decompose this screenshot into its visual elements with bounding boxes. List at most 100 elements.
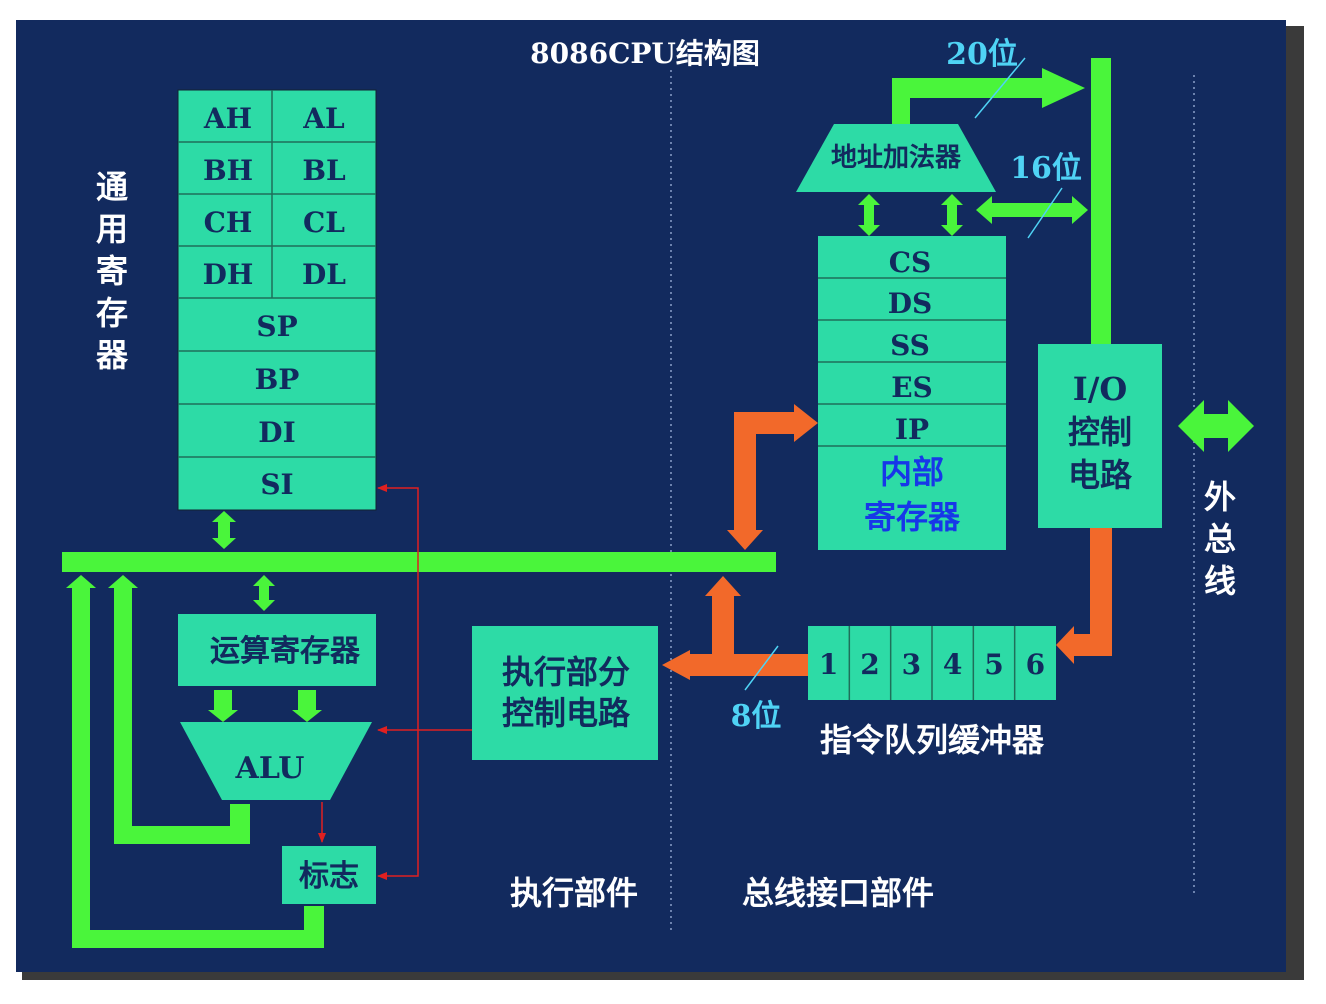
adder-seg-arrow-1 xyxy=(858,194,880,236)
flags-loop-riser xyxy=(304,906,324,948)
reg-bp: BP xyxy=(255,363,300,396)
queue-slot-2: 2 xyxy=(860,648,879,681)
reg-sp: SP xyxy=(256,310,297,343)
external-bus-label-3: 线 xyxy=(1204,562,1236,600)
bus-width-8bit: 8位 xyxy=(731,699,782,734)
operand-register-box xyxy=(178,614,376,686)
reg-cl: CL xyxy=(303,206,345,239)
internal-bus xyxy=(62,552,776,572)
flags-loop-arrowhead xyxy=(66,575,96,588)
segment-register-block: CS DS SS ES IP 内部 寄存器 xyxy=(818,236,1006,550)
reg-ip: IP xyxy=(895,413,929,446)
reg-bus-arrow xyxy=(212,511,236,549)
reg-ss: SS xyxy=(890,329,930,362)
control-to-si xyxy=(377,484,419,730)
internal-registers-label-1: 内部 xyxy=(880,453,944,491)
register-grid xyxy=(178,90,376,458)
reg-dl: DL xyxy=(302,258,346,291)
flags-loop-left xyxy=(72,586,90,948)
reg-dh: DH xyxy=(203,258,254,291)
reg-si: SI xyxy=(260,468,293,501)
eu-control-box xyxy=(472,626,658,760)
external-bus-label-1: 外 xyxy=(1204,478,1236,516)
io-control-line3: 电路 xyxy=(1068,456,1133,494)
queue-bus-arrowhead-left xyxy=(662,650,690,680)
io-vertical-bus xyxy=(1091,58,1111,344)
io-queue-horizontal xyxy=(1070,634,1112,656)
register-block xyxy=(177,89,377,511)
eu-control-line2: 控制电路 xyxy=(502,694,631,732)
internal-registers-label-2: 寄存器 xyxy=(864,498,961,536)
address-adder-shape xyxy=(796,124,996,192)
reg-al: AL xyxy=(302,102,345,135)
reg-cs: CS xyxy=(889,246,932,279)
opreg-alu-arrow-1 xyxy=(208,690,238,722)
section-label-biu: 总线接口部件 xyxy=(742,874,934,912)
io-queue-arrowhead xyxy=(1056,626,1074,664)
general-registers-label-char: 通 xyxy=(96,168,128,206)
addr-bus-arrowhead xyxy=(1042,68,1085,108)
io-control-line2: 控制 xyxy=(1068,413,1132,451)
flags-loop-bottom xyxy=(72,930,324,948)
queue-bus-horizontal xyxy=(688,654,808,676)
opreg-alu-arrow-2 xyxy=(292,690,322,722)
green-bus-group xyxy=(62,58,1254,948)
addr-bus-top xyxy=(892,78,1042,98)
reg-es: ES xyxy=(891,371,933,404)
io-control-box xyxy=(1038,344,1162,528)
io-control-line1: I/O xyxy=(1073,370,1128,408)
general-registers-label: 通用寄存器 xyxy=(95,168,129,374)
alu-loop-left xyxy=(114,586,132,844)
bus-16bit-link xyxy=(976,196,1088,224)
control-lines xyxy=(318,484,472,880)
general-register-block: AH AL BH BL CH CL DH DL SP BP DI SI xyxy=(177,89,377,511)
reg-bh: BH xyxy=(203,154,253,187)
segment-block xyxy=(818,236,1006,550)
instruction-queue-label: 指令队列缓冲器 xyxy=(820,721,1045,759)
queue-slot-5: 5 xyxy=(984,648,1003,681)
address-adder-label: 地址加法器 xyxy=(831,143,962,173)
tick-20bit xyxy=(974,57,1026,119)
seg-bus-horizontal xyxy=(734,412,794,434)
bus-opreg-arrow xyxy=(253,575,275,611)
seg-bus-arrowhead-right xyxy=(794,404,818,442)
external-bus-label-2: 总 xyxy=(1204,520,1236,558)
reg-di: DI xyxy=(258,416,295,449)
queue-slot-1: 1 xyxy=(819,648,838,681)
reg-ch: CH xyxy=(204,206,253,239)
segment-grid xyxy=(818,277,1006,447)
alu-label: ALU xyxy=(235,751,305,786)
page-title: 8086CPU结构图 xyxy=(530,37,760,70)
flags-label: 标志 xyxy=(299,859,359,894)
general-registers-label-char: 器 xyxy=(95,336,129,374)
general-registers-label-char: 存 xyxy=(96,294,128,332)
alu-loop-bottom xyxy=(114,826,250,844)
alu-loop-riser xyxy=(230,804,250,844)
seg-bus-down xyxy=(734,412,756,532)
eu-control-line1: 执行部分 xyxy=(502,653,630,691)
reg-bl: BL xyxy=(302,154,346,187)
general-registers-label-char: 寄 xyxy=(96,252,128,290)
queue-slot-6: 6 xyxy=(1026,648,1045,681)
reg-ds: DS xyxy=(888,287,933,320)
flags-box xyxy=(282,846,376,904)
alu-loop-arrowhead xyxy=(108,575,138,588)
orange-bus-group xyxy=(662,404,1112,680)
section-label-eu: 执行部件 xyxy=(510,874,638,912)
bus-width-16bit: 16位 xyxy=(1010,151,1082,186)
io-queue-down xyxy=(1090,528,1112,656)
tick-16bit xyxy=(1027,187,1063,239)
external-bus-arrow xyxy=(1178,400,1254,452)
alu-shape xyxy=(180,722,372,800)
adder-seg-arrow-2 xyxy=(941,194,963,236)
queue-slot-4: 4 xyxy=(943,648,962,681)
queue-slot-3: 3 xyxy=(902,648,921,681)
queue-bus-up xyxy=(712,594,734,676)
tick-8bit xyxy=(744,645,779,691)
general-registers-label-char: 用 xyxy=(96,210,128,248)
bus-width-20bit: 20位 xyxy=(946,37,1018,72)
reg-ah: AH xyxy=(203,102,252,135)
operand-register-label: 运算寄存器 xyxy=(210,634,361,669)
